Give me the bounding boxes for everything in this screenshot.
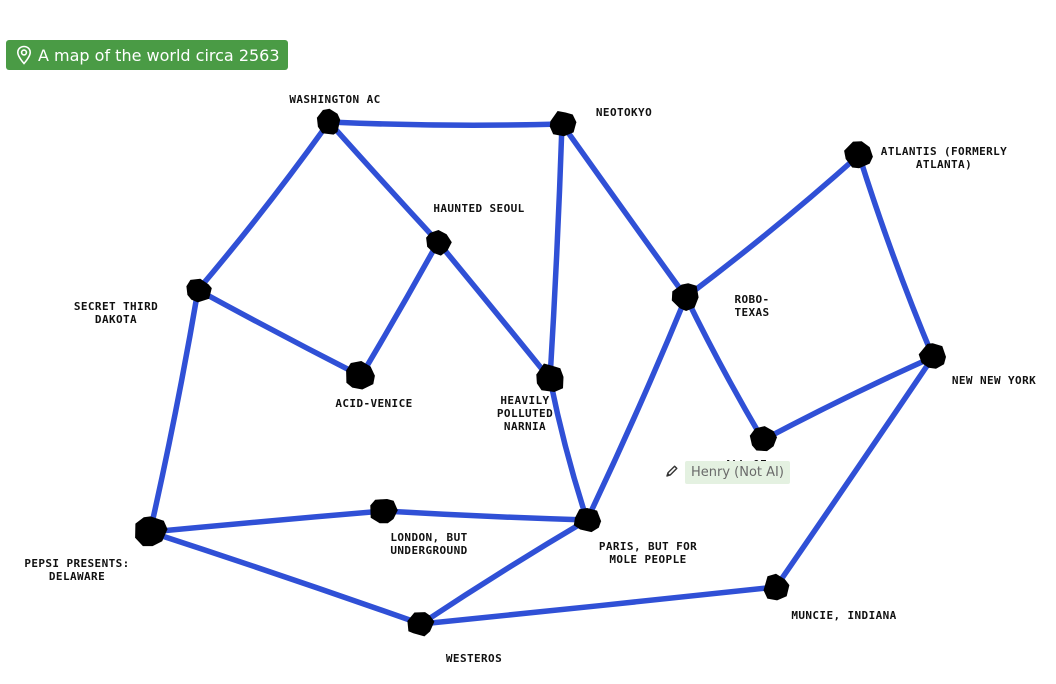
city-node-all-of-canada[interactable] — [749, 426, 777, 452]
nodes-layer — [135, 108, 946, 637]
city-label-westeros: WESTEROS — [445, 652, 503, 665]
route-neotokyo-to-robo-texas — [559, 121, 689, 300]
route-atlantis-to-new-new-york — [856, 152, 936, 360]
route-pepsi-delaware-to-westeros — [147, 529, 424, 627]
map-title-badge: A map of the world circa 2563 — [6, 40, 288, 70]
city-node-washington-ac[interactable] — [316, 108, 341, 135]
city-label-robo-texas: ROBO- TEXAS — [734, 293, 770, 319]
route-secret-third-dakota-to-pepsi-delaware — [147, 287, 201, 535]
city-label-washington-ac: WASHINGTON AC — [289, 93, 381, 106]
map-pin-icon — [16, 45, 32, 65]
city-node-acid-venice[interactable] — [346, 361, 375, 390]
route-paris-mole-people-to-westeros — [418, 517, 590, 627]
city-label-acid-venice: ACID-VENICE — [335, 397, 413, 410]
route-new-new-york-to-muncie-indiana — [773, 354, 936, 590]
route-neotokyo-to-heavily-polluted-narnia — [547, 121, 565, 382]
route-washington-ac-to-neotokyo — [326, 119, 565, 128]
city-node-atlantis[interactable] — [844, 141, 873, 169]
map-title: A map of the world circa 2563 — [38, 45, 280, 65]
author-tag: Henry (Not AI) — [665, 461, 790, 484]
city-label-haunted-seoul: HAUNTED SEOUL — [433, 202, 525, 215]
route-washington-ac-to-secret-third-dakota — [195, 119, 332, 293]
route-haunted-seoul-to-acid-venice — [358, 239, 441, 379]
city-label-new-new-york: NEW NEW YORK — [951, 374, 1037, 387]
city-label-neotokyo: NEOTOKYO — [595, 106, 653, 119]
routes-layer — [147, 119, 936, 627]
route-heavily-polluted-narnia-to-paris-mole-people — [547, 376, 590, 523]
route-pepsi-delaware-to-london-underground — [147, 508, 387, 535]
city-node-muncie-indiana[interactable] — [763, 573, 790, 601]
route-washington-ac-to-haunted-seoul — [326, 119, 441, 245]
city-node-london-underground[interactable] — [370, 499, 398, 524]
route-robo-texas-to-atlantis — [683, 152, 862, 300]
city-node-westeros[interactable] — [407, 612, 435, 637]
route-robo-texas-to-all-of-canada — [683, 294, 766, 443]
author-tag-text: Henry (Not AI) — [685, 461, 790, 484]
city-label-pepsi-delaware: PEPSI PRESENTS: DELAWARE — [24, 557, 130, 583]
city-node-neotokyo[interactable] — [549, 111, 577, 137]
route-robo-texas-to-paris-mole-people — [584, 294, 689, 523]
city-node-paris-mole-people[interactable] — [573, 508, 602, 533]
city-node-pepsi-delaware[interactable] — [135, 516, 168, 547]
city-label-paris-mole-people: PARIS, BUT FOR MOLE PEOPLE — [598, 540, 698, 566]
city-node-haunted-seoul[interactable] — [426, 230, 452, 256]
route-secret-third-dakota-to-acid-venice — [195, 287, 364, 379]
route-new-new-york-to-all-of-canada — [760, 354, 936, 443]
route-westeros-to-muncie-indiana — [418, 584, 779, 627]
city-label-atlantis: ATLANTIS (FORMERLY ATLANTA) — [880, 145, 1008, 171]
city-node-new-new-york[interactable] — [918, 343, 946, 369]
city-label-muncie-indiana: MUNCIE, INDIANA — [791, 609, 897, 622]
city-label-heavily-polluted-narnia: HEAVILY POLLUTED NARNIA — [496, 394, 554, 433]
city-node-robo-texas[interactable] — [671, 283, 699, 311]
route-london-underground-to-paris-mole-people — [381, 508, 590, 523]
city-label-london-underground: LONDON, BUT UNDERGROUND — [390, 531, 468, 557]
city-node-heavily-polluted-narnia[interactable] — [536, 363, 564, 393]
route-haunted-seoul-to-heavily-polluted-narnia — [435, 239, 553, 382]
city-node-secret-third-dakota[interactable] — [186, 278, 212, 303]
city-label-secret-third-dakota: SECRET THIRD DAKOTA — [73, 300, 159, 326]
pencil-icon — [665, 464, 679, 482]
